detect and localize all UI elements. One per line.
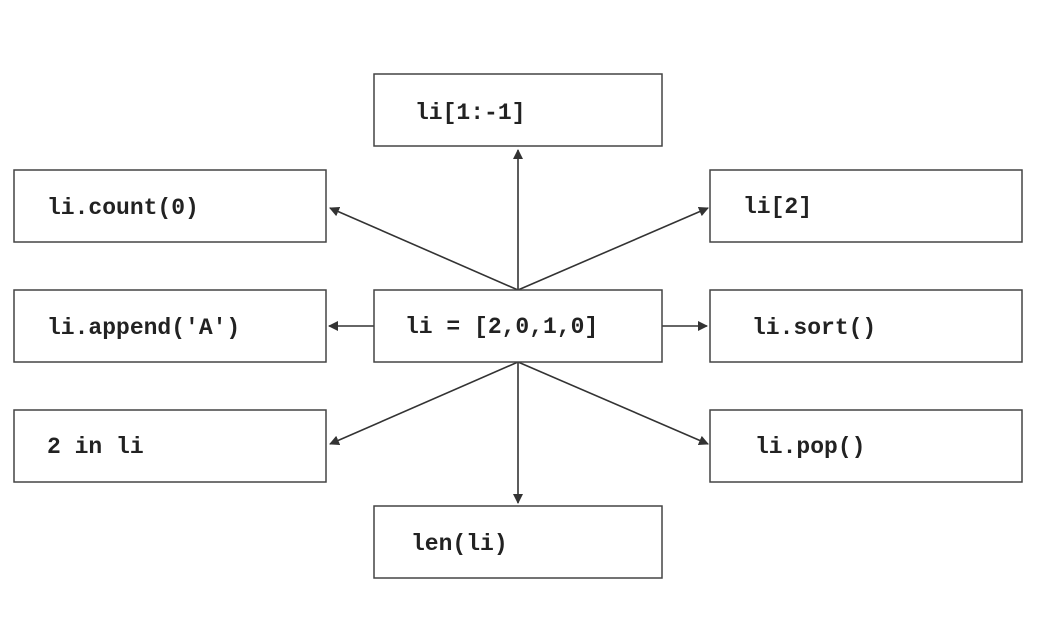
node-left-label: li.append('A') [47, 315, 240, 341]
node-top-right-label: li[2] [743, 194, 812, 220]
node-top: li[1:-1] [373, 73, 663, 147]
node-bottom-right-label: li.pop() [755, 434, 865, 460]
node-center-box [373, 289, 663, 363]
node-bottom-label: len(li) [411, 531, 508, 557]
node-bottom-left-label: 2 in li [47, 434, 144, 460]
node-right-label: li.sort() [752, 315, 876, 341]
node-left: li.append('A') [13, 289, 327, 363]
edges [328, 149, 709, 504]
node-top-left: li.count(0) [13, 169, 327, 243]
edge-center-to-top-left [329, 207, 519, 291]
edge-center-to-top-right [517, 206, 709, 291]
node-top-right: li[2] [709, 169, 1023, 243]
edge-center-to-bottom-right [517, 361, 709, 446]
node-bottom-right-box [709, 409, 1023, 483]
node-right-box [709, 289, 1023, 363]
node-top-right-box [709, 169, 1023, 243]
node-bottom-left-box [13, 409, 327, 483]
node-center-label: li = [2,0,1,0] [405, 314, 598, 340]
node-bottom-left: 2 in li [13, 409, 327, 483]
node-top-label: li[1:-1] [415, 100, 525, 126]
node-bottom-right: li.pop() [709, 409, 1023, 483]
edge-center-to-bottom-left [329, 361, 519, 445]
node-bottom: len(li) [373, 505, 663, 579]
node-top-left-label: li.count(0) [47, 195, 199, 221]
node-center: li = [2,0,1,0] [373, 289, 663, 363]
node-top-box [373, 73, 663, 147]
node-bottom-box [373, 505, 663, 579]
node-left-box [13, 289, 327, 363]
node-right: li.sort() [709, 289, 1023, 363]
node-top-left-box [13, 169, 327, 243]
